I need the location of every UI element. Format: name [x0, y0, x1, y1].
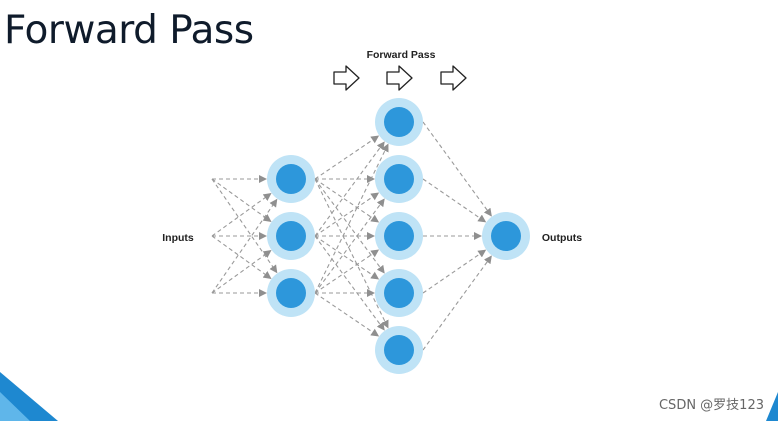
- network-nodes: [267, 98, 530, 374]
- layer-edge: [314, 178, 385, 274]
- node-hidden-2-3: [375, 212, 423, 260]
- layer-edge: [314, 143, 389, 294]
- layer-edge: [314, 198, 385, 294]
- node-hidden-2-2: [375, 155, 423, 203]
- node-hidden-1-3: [267, 269, 315, 317]
- corner-accent-left-light: [0, 392, 30, 421]
- connection-edges: [211, 121, 492, 351]
- inputs-label: Inputs: [162, 232, 194, 244]
- input-edge: [211, 193, 272, 237]
- layer-edge: [314, 235, 385, 331]
- layer-edge: [314, 192, 380, 237]
- arrow-right-icon: [333, 65, 360, 91]
- node-hidden-2-4: [375, 269, 423, 317]
- node-hidden-2-1: [375, 98, 423, 146]
- input-edge: [211, 178, 278, 274]
- layer-edge: [314, 292, 380, 337]
- outputs-label: Outputs: [542, 232, 582, 244]
- layer-edge: [314, 178, 380, 223]
- input-edge: [211, 235, 272, 279]
- layer-edge: [314, 141, 385, 237]
- arrow-right-icon: [440, 65, 467, 91]
- input-edge: [211, 250, 272, 294]
- node-hidden-1-1: [267, 155, 315, 203]
- forward-pass-header-label: Forward Pass: [367, 49, 436, 61]
- node-hidden-2-5: [375, 326, 423, 374]
- layer-edge: [422, 178, 487, 223]
- layer-edge: [314, 249, 380, 294]
- layer-edge: [314, 178, 389, 329]
- layer-edge: [314, 135, 380, 180]
- watermark: CSDN @罗技123: [658, 398, 764, 413]
- layer-edge: [422, 249, 487, 294]
- node-output-1: [482, 212, 530, 260]
- input-edge: [211, 178, 272, 222]
- arrow-right-icon: [386, 65, 413, 91]
- input-edge: [211, 198, 278, 294]
- corner-accent-right: [766, 392, 778, 421]
- slide-title: Forward Pass: [4, 8, 254, 53]
- layer-edge: [422, 121, 492, 217]
- layer-edge: [422, 255, 492, 351]
- layer-edge: [314, 235, 380, 280]
- node-hidden-1-2: [267, 212, 315, 260]
